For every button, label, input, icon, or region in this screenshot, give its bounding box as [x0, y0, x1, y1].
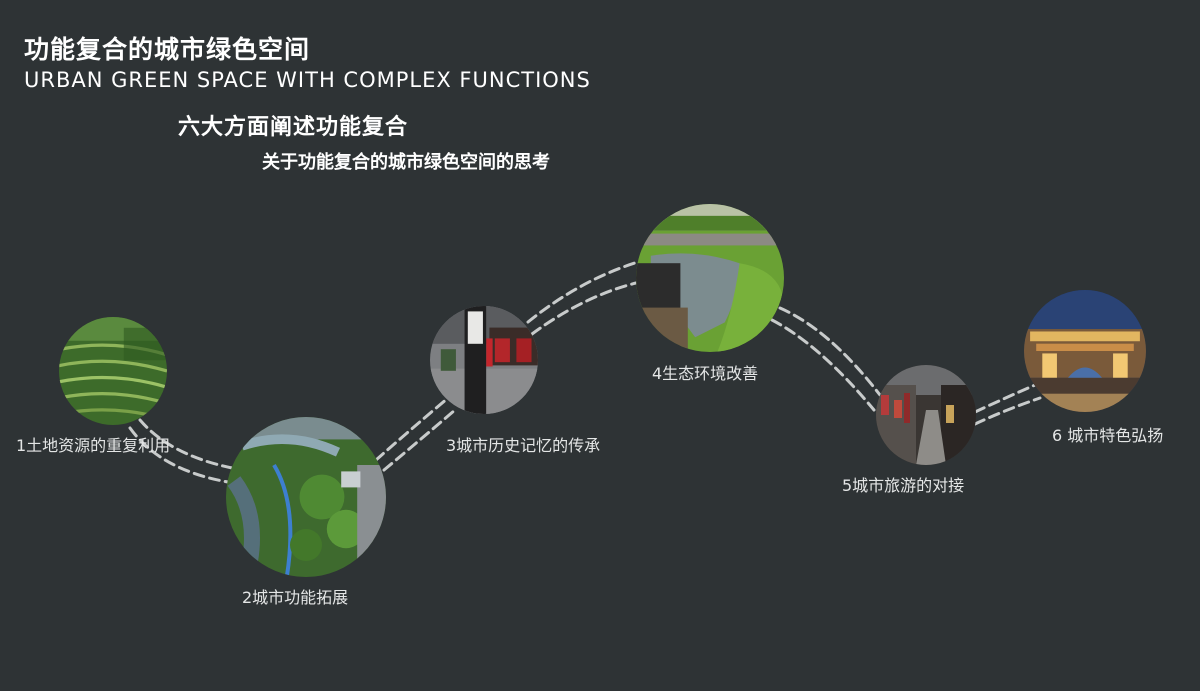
connector-1-2-a [138, 418, 234, 470]
node-image-5 [876, 365, 976, 465]
connector-2-3-a [374, 396, 450, 462]
node-label-6: 6 城市特色弘扬 [1052, 426, 1164, 445]
node-label-5: 5城市旅游的对接 [842, 476, 965, 495]
node-image-1 [59, 317, 167, 425]
connector-5-6-a [973, 383, 1037, 414]
node-label-3: 3城市历史记忆的传承 [446, 436, 601, 455]
node-label-1: 1土地资源的重复利用 [16, 436, 171, 455]
node-image-6 [1024, 290, 1146, 412]
connector-4-5-a [778, 306, 882, 397]
connector-3-4-a [526, 260, 640, 324]
subtitle-2: 关于功能复合的城市绿色空间的思考 [262, 152, 550, 173]
node-image-4 [636, 204, 784, 352]
node-label-4: 4生态环境改善 [652, 364, 759, 383]
title-en: URBAN GREEN SPACE WITH COMPLEX FUNCTIONS [24, 68, 591, 92]
connector-1-2-b [128, 426, 230, 484]
node-image-2 [226, 417, 386, 577]
connector-2-3-b [382, 408, 457, 472]
node-image-3 [430, 306, 538, 414]
connector-3-4-b [530, 280, 642, 336]
subtitle: 六大方面阐述功能复合 [178, 115, 409, 140]
node-label-2: 2城市功能拓展 [242, 588, 349, 607]
connector-5-6-b [973, 396, 1042, 426]
connector-4-5-b [770, 318, 876, 412]
title-cn: 功能复合的城市绿色空间 [24, 35, 311, 64]
